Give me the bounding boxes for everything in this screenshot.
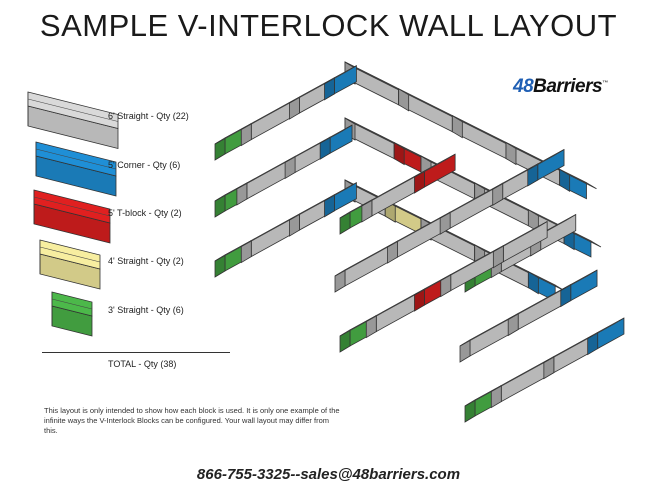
legend-block-3ft-straight [51, 291, 93, 337]
wall-2-left-block [236, 155, 296, 206]
brand-logo: 48Barriers™ [513, 76, 608, 97]
block-groove [479, 185, 534, 213]
block-groove [496, 359, 550, 389]
block-groove [349, 120, 400, 146]
block-groove [289, 139, 326, 160]
block-groove [569, 230, 597, 245]
block-groove [564, 172, 592, 187]
block-groove [592, 320, 620, 336]
block-groove [532, 152, 560, 168]
legend-block-5ft-corner [35, 141, 117, 197]
block-front-face [570, 269, 598, 302]
block-groove [392, 214, 446, 245]
block-groove [425, 158, 480, 187]
block-groove [39, 246, 101, 263]
block-groove [457, 118, 512, 146]
block-groove [241, 159, 291, 187]
wall-1-left-block [324, 65, 357, 101]
block-front-face [329, 124, 353, 154]
block-groove [565, 272, 593, 288]
wall-4-left-block [361, 170, 425, 223]
page-title: SAMPLE V-INTERLOCK WALL LAYOUT [39, 8, 618, 43]
legend-label-5ft-corner: 5' Corner - Qty (6) [108, 160, 181, 170]
legend-label-6ft-straight: 6' Straight - Qty (22) [108, 111, 189, 121]
legend-label-5ft-tblock: 5' T-block - Qty (2) [108, 208, 182, 218]
block-groove [329, 68, 352, 82]
block-groove [349, 64, 404, 93]
wall-2-left-block [319, 124, 353, 160]
block-groove [33, 196, 111, 217]
block-groove [445, 248, 499, 278]
block-groove [403, 91, 458, 119]
block-groove [371, 291, 420, 319]
block-groove [35, 148, 117, 170]
block-groove [246, 216, 295, 244]
block-front-face [597, 317, 625, 350]
wall-1-left-block [240, 96, 300, 147]
wall-7-left-block [492, 220, 548, 269]
wall-1-right-block [559, 168, 597, 200]
block-groove [366, 173, 420, 204]
legend-block-4ft-straight [39, 239, 101, 290]
block-groove [325, 127, 348, 141]
wall-5-left-block [527, 148, 565, 187]
block-groove [339, 243, 393, 274]
wall-4-left-block [414, 153, 456, 194]
wall-9-left-block [543, 331, 599, 380]
block-groove [497, 166, 533, 187]
total-label: TOTAL - Qty (38) [108, 359, 177, 369]
block-groove [513, 287, 566, 317]
legend-block-5ft-tblock [33, 189, 111, 244]
block-groove [498, 224, 543, 249]
contact-info: 866-755-3325--sales@48barriers.com [196, 466, 461, 483]
block-groove [533, 274, 561, 289]
block-groove [246, 99, 295, 127]
block-groove [445, 185, 498, 216]
total-divider [42, 352, 230, 353]
wall-8-left-block [560, 269, 598, 308]
legend-label-4ft-straight: 4' Straight - Qty (2) [108, 256, 184, 266]
block-groove [329, 185, 352, 199]
block-groove [419, 156, 451, 175]
block-groove [294, 80, 330, 101]
block-groove [51, 298, 93, 310]
disclaimer-note: This layout is only intended to show how… [44, 406, 340, 435]
wall-3-left-block [324, 182, 357, 218]
block-groove [548, 335, 593, 360]
wall-9-left-block [587, 317, 625, 356]
block-groove [294, 197, 330, 218]
legend-label-3ft-straight: 3' Straight - Qty (6) [108, 305, 184, 315]
wall-1-right-block [398, 88, 463, 133]
legend-block-6ft-straight [27, 91, 119, 150]
wall-2-right-block [563, 226, 602, 258]
block-groove [27, 98, 119, 122]
block-groove [464, 316, 514, 344]
block-groove [390, 202, 427, 222]
